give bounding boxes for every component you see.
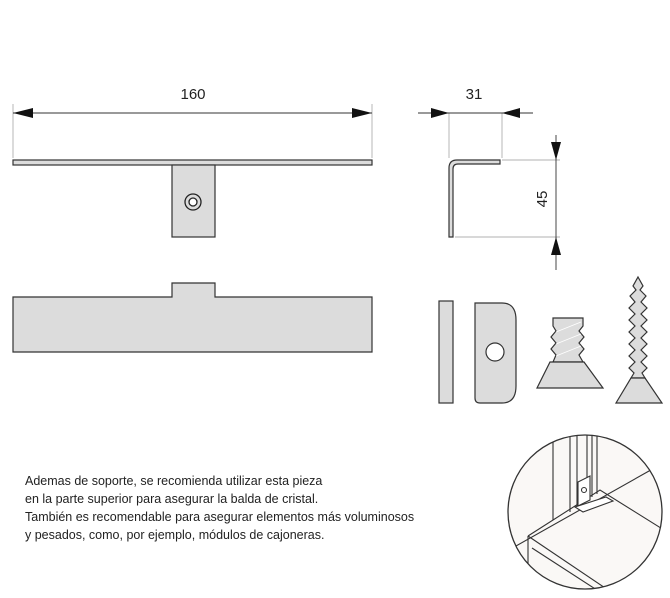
long-screw-icon	[614, 275, 664, 404]
bracket-top-view	[12, 159, 373, 238]
description-line: y pesados, como, por ejemplo, módulos de…	[25, 528, 325, 542]
plate-side	[438, 300, 454, 404]
installation-detail-illustration	[507, 434, 663, 590]
dimension-height-label: 45	[534, 191, 551, 208]
dimension-depth-label: 31	[466, 86, 483, 103]
short-screw-icon	[536, 317, 605, 389]
description-line: También es recomendable para asegurar el…	[25, 510, 415, 524]
dimension-length: 160	[12, 86, 373, 158]
bracket-front-view	[12, 282, 373, 353]
dimension-length-label: 160	[180, 86, 205, 103]
description-text: Ademas de soporte, se recomienda utiliza…	[25, 472, 414, 544]
bracket-side-profile	[448, 159, 501, 238]
dimension-height: 45	[455, 135, 561, 270]
plate-front	[474, 302, 517, 404]
description-line: en la parte superior para asegurar la ba…	[25, 492, 319, 506]
dimension-depth: 31	[418, 86, 533, 158]
description-line: Ademas de soporte, se recomienda utiliza…	[25, 474, 323, 488]
